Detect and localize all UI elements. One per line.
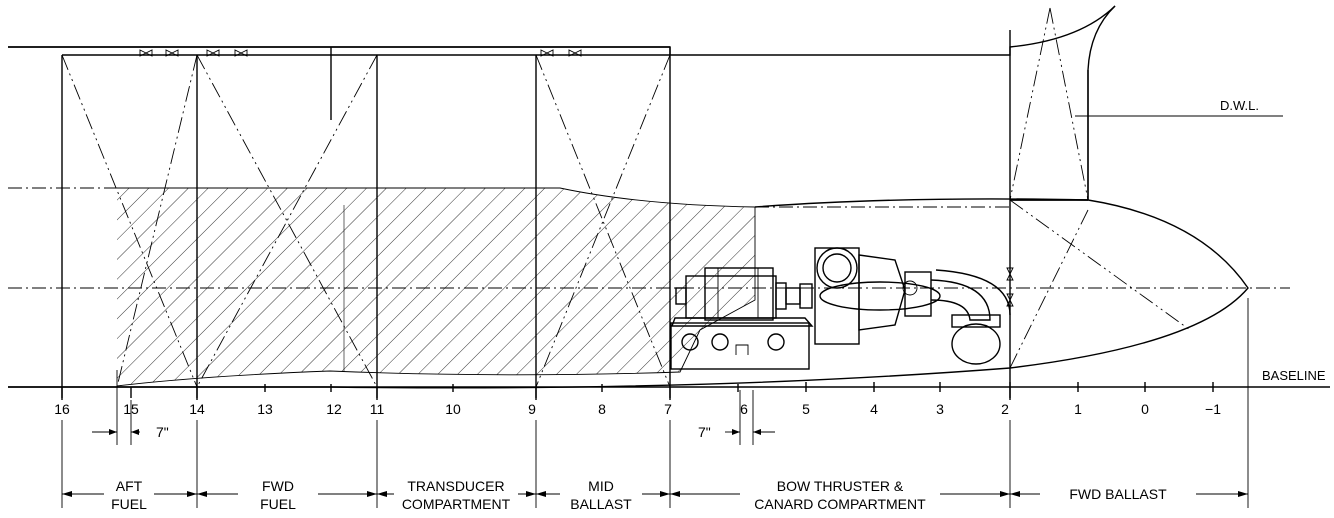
bow-stem [1087,5,1116,200]
compartment-extension-lines [61,298,1249,508]
thruster-housing [814,247,860,345]
compartment-label-fwd-fuel-1: FWD [262,478,294,494]
frame-ticks [61,370,1214,445]
compartment-label-bow-thruster-2: CANARD COMPARTMENT [754,496,926,512]
compartment-label-fwd-ballast: FWD BALLAST [1069,486,1167,502]
frame-label: 8 [598,401,606,417]
frame-numbers: 16 15 14 13 12 11 10 9 8 7 6 5 4 3 2 1 0… [54,401,1221,417]
hatched-fairing [117,188,755,386]
frame-label: 3 [936,401,944,417]
frame-label: 12 [326,401,342,417]
compartment-label-bow-thruster-1: BOW THRUSTER & [777,478,904,494]
frame-label: 13 [257,401,273,417]
deck-line [8,5,1116,56]
compartment-label-aft-fuel-2: FUEL [111,496,147,512]
frame-label: −1 [1205,401,1221,417]
frame-label: 10 [445,401,461,417]
bow-thruster-machinery [670,247,1011,370]
frame-label: 15 [123,401,139,417]
motor-foundation [670,322,810,370]
hull-bottom [8,198,1249,389]
compartment-label-aft-fuel-1: AFT [116,478,143,494]
compartment-label-transducer-1: TRANSDUCER [407,478,504,494]
offset-label-aft: 7" [156,424,169,440]
tank-diagonals [61,7,1191,388]
offset-label-fwd: 7" [698,424,711,440]
frame-label: 9 [528,401,536,417]
frame-label: 7 [664,401,672,417]
frame-label: 2 [1001,401,1009,417]
compartment-label-transducer-2: COMPARTMENT [402,496,511,512]
vent-symbols [139,49,1014,307]
compartment-label-mid-ballast-2: BALLAST [570,496,632,512]
offset-dimension-fwd: 7" [698,424,775,440]
frame-label: 4 [870,401,878,417]
compartment-dimension-lines [62,491,1248,497]
frame-label: 0 [1141,401,1149,417]
fairing-outline [116,187,756,387]
frame-label: 16 [54,401,70,417]
dwl-label: D.W.L. [1220,98,1259,113]
compartment-labels: AFT FUEL FWD FUEL TRANSDUCER COMPARTMENT… [111,478,1167,512]
compartment-label-fwd-fuel-2: FUEL [260,496,296,512]
frame-label: 5 [802,401,810,417]
frame-label: 6 [740,401,748,417]
frame-label: 11 [370,401,385,417]
offset-dimension-aft: 7" [92,424,169,440]
frame-label: 14 [189,401,205,417]
frame-label: 1 [1074,401,1082,417]
baseline-label: BASELINE [1262,368,1326,383]
compartment-label-mid-ballast-1: MID [588,478,614,494]
